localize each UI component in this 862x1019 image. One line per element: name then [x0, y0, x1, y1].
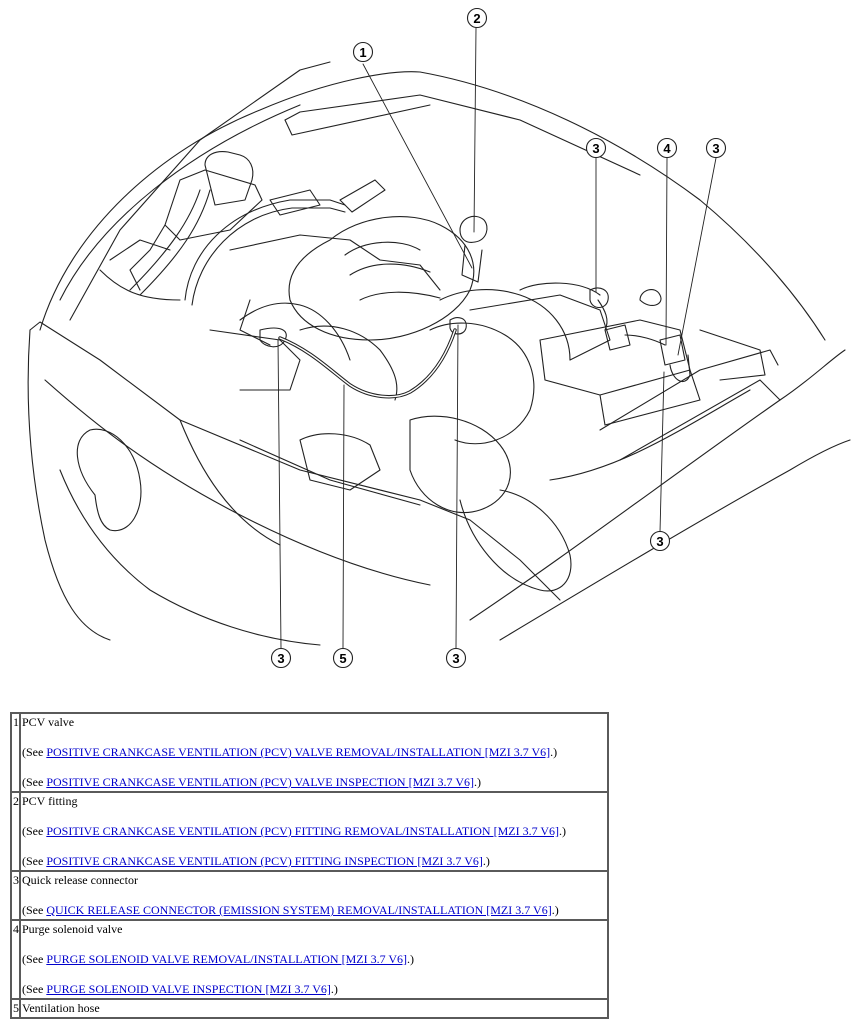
procedure-link[interactable]: QUICK RELEASE CONNECTOR (EMISSION SYSTEM… — [46, 903, 552, 917]
vehicle-body-outline — [27, 61, 851, 646]
legend-item-title: PCV valve — [22, 715, 75, 729]
legend-item-number: 4 — [10, 919, 21, 1000]
svg-text:2: 2 — [473, 11, 480, 26]
callout-3-right: 3 — [649, 530, 671, 552]
see-reference: (See POSITIVE CRANKCASE VENTILATION (PCV… — [22, 775, 605, 789]
ventilation-hose — [278, 328, 457, 399]
see-reference-prefix: (See — [22, 854, 47, 868]
engine-components — [99, 151, 766, 592]
legend-item-number: 2 — [10, 791, 21, 872]
svg-text:3: 3 — [277, 651, 284, 666]
legend-item-description: Quick release connector (See QUICK RELEAS… — [19, 870, 609, 921]
see-reference-prefix: (See — [22, 775, 47, 789]
callout-5: 5 — [332, 647, 354, 669]
see-reference-suffix: .) — [550, 745, 558, 759]
see-reference-suffix: .) — [482, 854, 490, 868]
svg-text:3: 3 — [656, 534, 663, 549]
see-reference-suffix: .) — [330, 982, 338, 996]
see-reference-prefix: (See — [22, 982, 47, 996]
svg-text:3: 3 — [452, 651, 459, 666]
procedure-link[interactable]: POSITIVE CRANKCASE VENTILATION (PCV) FIT… — [46, 854, 483, 868]
see-reference: (See PURGE SOLENOID VALVE INSPECTION [MZ… — [22, 982, 605, 996]
callout-leader-lines — [277, 27, 717, 649]
svg-text:1: 1 — [359, 45, 366, 60]
legend-item-title: Purge solenoid valve — [22, 922, 123, 936]
svg-text:5: 5 — [339, 651, 346, 666]
callout-3-lower-left: 3 — [270, 647, 292, 669]
procedure-link[interactable]: POSITIVE CRANKCASE VENTILATION (PCV) VAL… — [46, 775, 475, 789]
callout-1: 1 — [352, 41, 374, 63]
see-reference-suffix: .) — [559, 824, 567, 838]
legend-item-description: Purge solenoid valve (See PURGE SOLENOID … — [19, 919, 609, 1000]
legend-item-title: Quick release connector — [22, 873, 138, 887]
legend-item-description: PCV valve (See POSITIVE CRANKCASE VENTILA… — [19, 712, 609, 793]
svg-text:3: 3 — [592, 141, 599, 156]
procedure-link[interactable]: POSITIVE CRANKCASE VENTILATION (PCV) FIT… — [46, 824, 560, 838]
engine-bay-diagram: 1 2 3 4 3 3 3 5 3 — [27, 7, 851, 669]
procedure-link[interactable]: POSITIVE CRANKCASE VENTILATION (PCV) VAL… — [46, 745, 551, 759]
see-reference: (See POSITIVE CRANKCASE VENTILATION (PCV… — [22, 745, 605, 759]
callout-3-upper-right: 3 — [705, 137, 727, 159]
see-reference-prefix: (See — [22, 745, 47, 759]
see-reference-prefix: (See — [22, 824, 47, 838]
see-reference-prefix: (See — [22, 952, 47, 966]
procedure-link[interactable]: PURGE SOLENOID VALVE REMOVAL/INSTALLATIO… — [46, 952, 408, 966]
see-reference-suffix: .) — [474, 775, 482, 789]
see-reference-prefix: (See — [22, 903, 47, 917]
procedure-link[interactable]: PURGE SOLENOID VALVE INSPECTION [MZI 3.7… — [46, 982, 331, 996]
see-reference: (See PURGE SOLENOID VALVE REMOVAL/INSTAL… — [22, 952, 605, 966]
callout-2: 2 — [466, 7, 488, 29]
see-reference: (See QUICK RELEASE CONNECTOR (EMISSION S… — [22, 903, 605, 917]
legend-item-number: 3 — [10, 870, 21, 921]
see-reference: (See POSITIVE CRANKCASE VENTILATION (PCV… — [22, 854, 605, 868]
legend-item-description: PCV fitting (See POSITIVE CRANKCASE VENTI… — [19, 791, 609, 872]
see-reference-suffix: .) — [551, 903, 559, 917]
svg-text:4: 4 — [663, 141, 671, 156]
see-reference: (See POSITIVE CRANKCASE VENTILATION (PCV… — [22, 824, 605, 838]
legend-item-number: 1 — [10, 712, 21, 793]
legend-item-title: PCV fitting — [22, 794, 78, 808]
callout-4: 4 — [656, 137, 678, 159]
legend-item-title: Ventilation hose — [22, 1001, 100, 1015]
callout-3-upper-left: 3 — [585, 137, 607, 159]
see-reference-suffix: .) — [407, 952, 415, 966]
svg-text:3: 3 — [712, 141, 719, 156]
callout-3-lower-right: 3 — [445, 647, 467, 669]
